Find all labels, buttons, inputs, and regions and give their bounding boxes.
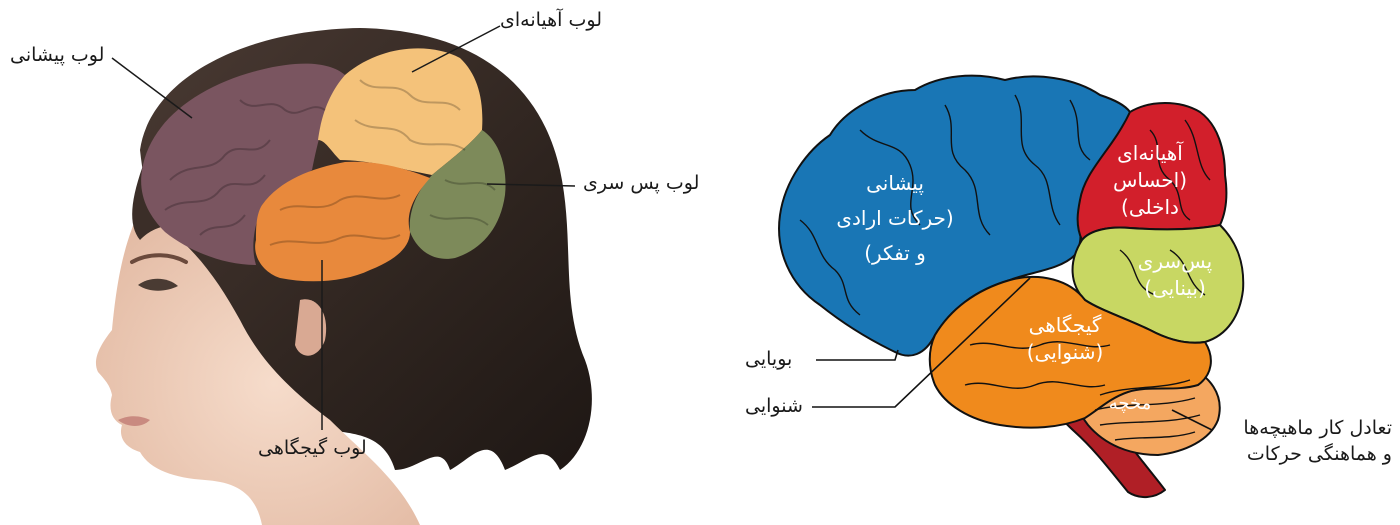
- frontal-line-3: و تفکر): [830, 240, 960, 267]
- cerebellum-line-1: مخچه: [1100, 392, 1160, 416]
- region-label-occipital: پس‌سری (بینایی): [1125, 248, 1225, 302]
- label-temporal-lobe: لوب گیجگاهی: [258, 438, 367, 460]
- frontal-line-2: (حرکات ارادی: [830, 205, 960, 232]
- parietal-line-3: داخلی): [1095, 194, 1205, 221]
- label-parietal-lobe: لوب آهیانه‌ای: [500, 10, 602, 32]
- label-frontal-lobe: لوب پیشانی: [10, 45, 104, 67]
- region-label-frontal: پیشانی (حرکات ارادی و تفکر): [830, 170, 960, 267]
- callout-hearing: شنوایی: [745, 396, 803, 418]
- parietal-line-1: آهیانه‌ای: [1095, 140, 1205, 167]
- occipital-line-1: پس‌سری: [1125, 248, 1225, 275]
- leader-smell: [816, 350, 898, 360]
- region-label-parietal: آهیانه‌ای (احساس داخلی): [1095, 140, 1205, 221]
- occipital-line-2: (بینایی): [1125, 275, 1225, 302]
- region-label-temporal: گیجگاهی (شنوایی): [1000, 312, 1130, 366]
- label-occipital-lobe: لوب پس سری: [583, 173, 699, 195]
- temporal-line-2: (شنوایی): [1000, 339, 1130, 366]
- callout-cerebellum-line-1: تعادل کار ماهیچه‌ها: [1212, 418, 1392, 440]
- temporal-line-1: گیجگاهی: [1000, 312, 1130, 339]
- callout-smell: بویایی: [745, 349, 792, 371]
- callout-cerebellum-line-2: و هماهنگی حرکات: [1212, 444, 1392, 466]
- parietal-line-2: (احساس: [1095, 167, 1205, 194]
- frontal-line-1: پیشانی: [830, 170, 960, 197]
- region-label-cerebellum: مخچه: [1100, 392, 1160, 416]
